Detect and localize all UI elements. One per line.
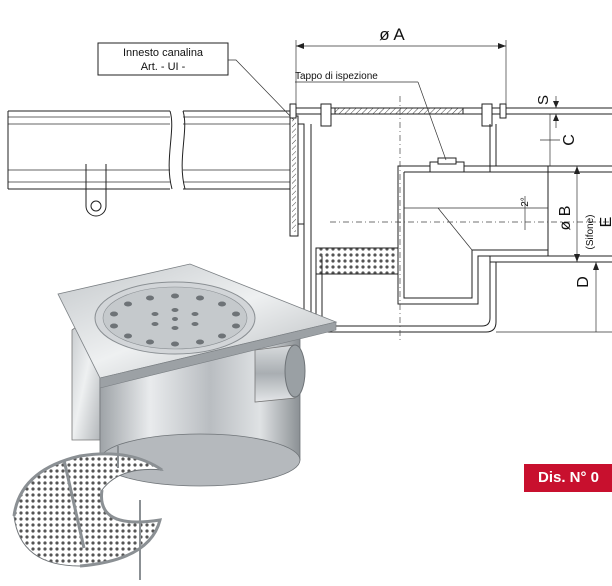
drain-section: Tappo di ispezione <box>289 71 612 340</box>
product-render <box>12 263 338 580</box>
connector-label-line1: Innesto canalina <box>123 47 204 59</box>
connector-label-line2: Art. - UI - <box>141 61 186 73</box>
dim-s-label: S <box>535 95 552 105</box>
siphon-label: (Sifone) <box>585 214 596 249</box>
connector-label: Innesto canalina Art. - UI - <box>97 42 295 121</box>
drawing-number-badge: Dis. N° 0 <box>524 464 612 492</box>
dimensions: ø A S C 2° ø B (Sifone) D E <box>295 25 612 333</box>
dim-c-label: C <box>561 134 578 146</box>
angle-label: 2° <box>520 197 531 207</box>
inspection-cap-label: Tappo di ispezione <box>295 71 378 82</box>
dim-b-label: ø B <box>557 206 574 231</box>
channel-connector <box>289 115 305 237</box>
dim-e-label: E <box>598 217 612 228</box>
channel-section <box>7 110 290 217</box>
dim-d-label: D <box>575 276 592 288</box>
drawing-number-text: Dis. N° 0 <box>538 469 600 486</box>
dim-a-label: ø A <box>379 25 405 44</box>
